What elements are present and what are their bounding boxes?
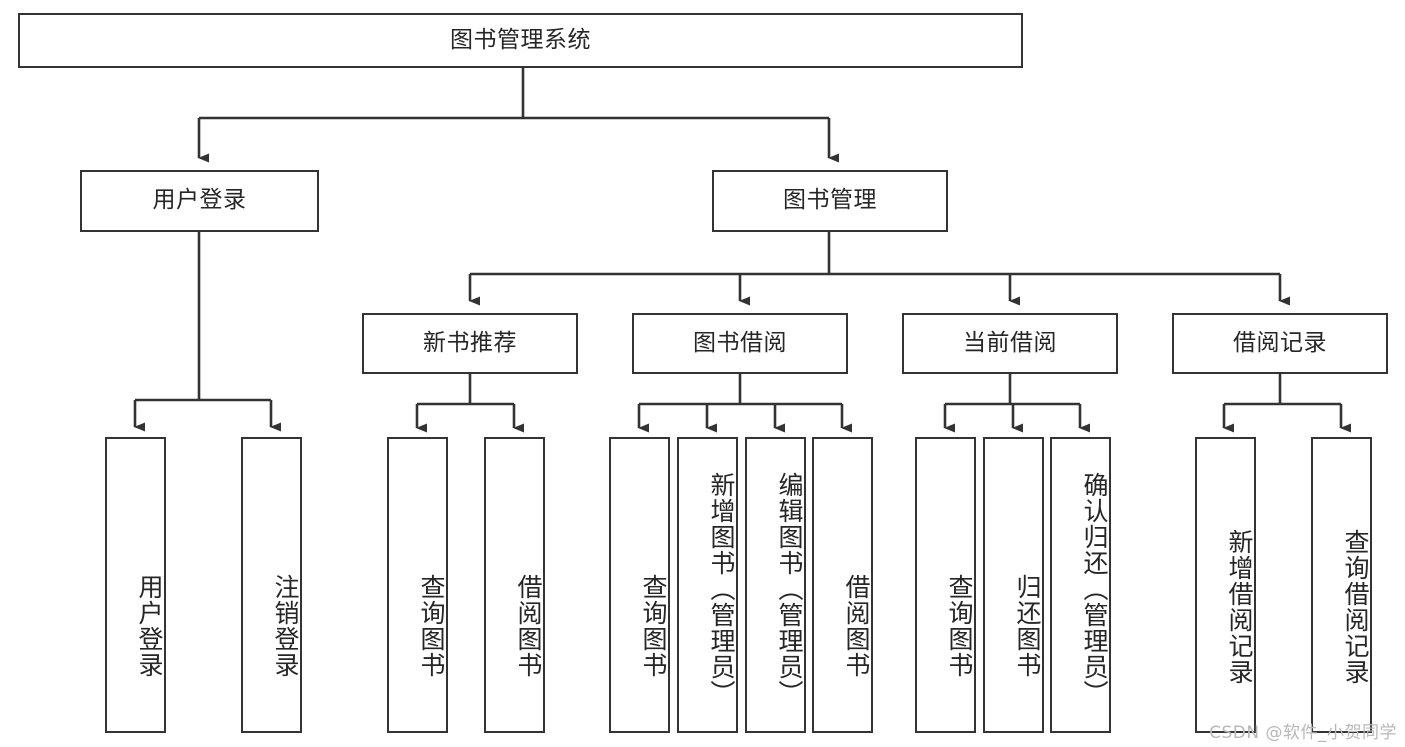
node-label: 借阅图书 — [842, 574, 871, 678]
node-label: 借阅记录 — [1233, 329, 1327, 356]
leaf-user-login-signin[interactable]: 用户登录 — [105, 437, 166, 733]
node-borrow-records[interactable]: 借阅记录 — [1172, 313, 1388, 374]
leaf-current-query-book[interactable]: 查询图书 — [915, 437, 976, 733]
node-label: 当前借阅 — [963, 329, 1057, 356]
node-label: 新增图书（管理员） — [707, 472, 736, 706]
leaf-borrow-add-book-admin[interactable]: 新增图书（管理员） — [677, 437, 738, 733]
leaf-current-return-book[interactable]: 归还图书 — [983, 437, 1044, 733]
node-label: 用户登录 — [135, 574, 164, 678]
leaf-borrow-edit-book-admin[interactable]: 编辑图书（管理员） — [745, 437, 806, 733]
node-book-management[interactable]: 图书管理 — [712, 170, 948, 232]
node-label: 查询图书 — [945, 574, 974, 678]
node-label: 确认归还（管理员） — [1080, 472, 1109, 706]
csdn-watermark: CSDN @软件_小贺同学 — [1209, 723, 1397, 743]
node-label: 新增借阅记录 — [1225, 529, 1254, 685]
node-label: 新书推荐 — [423, 329, 517, 356]
node-label: 编辑图书（管理员） — [775, 472, 804, 706]
leaf-borrow-query-book[interactable]: 查询图书 — [609, 437, 670, 733]
node-label: 图书管理系统 — [450, 26, 591, 53]
node-current-borrow[interactable]: 当前借阅 — [902, 313, 1118, 374]
node-book-borrow[interactable]: 图书借阅 — [632, 313, 848, 374]
node-label: 借阅图书 — [514, 574, 543, 678]
leaf-newbook-query-book[interactable]: 查询图书 — [387, 437, 448, 733]
node-label: 查询图书 — [417, 574, 446, 678]
node-label: 归还图书 — [1013, 574, 1042, 678]
leaf-newbook-borrow-book[interactable]: 借阅图书 — [484, 437, 545, 733]
node-user-login[interactable]: 用户登录 — [80, 170, 319, 232]
node-new-book-recommend[interactable]: 新书推荐 — [362, 313, 578, 374]
node-label: 图书管理 — [783, 187, 877, 214]
node-root-library-system[interactable]: 图书管理系统 — [18, 13, 1023, 68]
leaf-records-query-record[interactable]: 查询借阅记录 — [1311, 437, 1372, 733]
node-label: 图书借阅 — [693, 329, 787, 356]
node-label: 查询借阅记录 — [1341, 529, 1370, 685]
node-label: 用户登录 — [152, 187, 247, 214]
node-label: 注销登录 — [271, 574, 300, 678]
leaf-current-confirm-return-admin[interactable]: 确认归还（管理员） — [1050, 437, 1111, 733]
leaf-user-login-signout[interactable]: 注销登录 — [241, 437, 302, 733]
node-label: 查询图书 — [639, 574, 668, 678]
leaf-records-add-record[interactable]: 新增借阅记录 — [1195, 437, 1256, 733]
leaf-borrow-borrow-book[interactable]: 借阅图书 — [812, 437, 873, 733]
